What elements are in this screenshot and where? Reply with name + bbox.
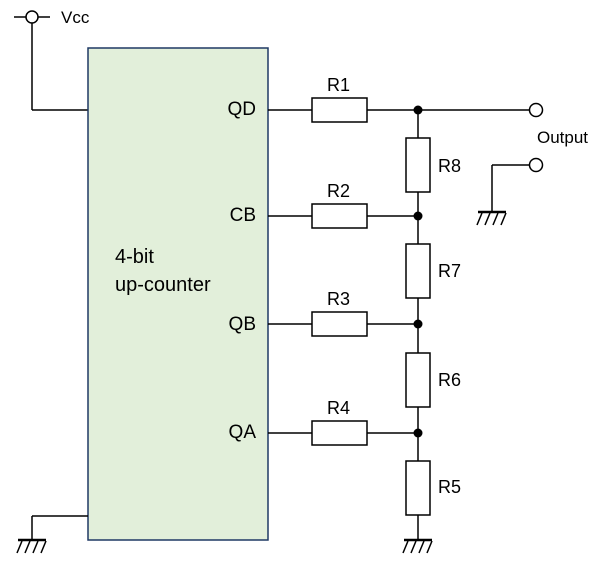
resistor-r3 bbox=[311, 311, 368, 337]
resistor-r5 bbox=[405, 460, 431, 516]
junction-qd bbox=[413, 105, 423, 115]
resistor-r7 bbox=[405, 243, 431, 299]
junction-qb bbox=[413, 319, 423, 329]
junction-qa bbox=[413, 428, 423, 438]
junction-cb bbox=[413, 211, 423, 221]
resistor-r2 bbox=[311, 203, 368, 229]
ladder-ground bbox=[402, 538, 433, 554]
resistor-r1 bbox=[311, 97, 368, 123]
chip-ground bbox=[16, 515, 88, 554]
output-terminal-bottom bbox=[528, 157, 544, 173]
output-terminal-top bbox=[528, 102, 544, 118]
counter-chip bbox=[87, 47, 269, 541]
vcc-terminal bbox=[14, 10, 88, 111]
output-ground bbox=[476, 164, 529, 226]
resistor-r6 bbox=[405, 352, 431, 408]
resistor-r4 bbox=[311, 420, 368, 446]
resistor-r8 bbox=[405, 137, 431, 193]
